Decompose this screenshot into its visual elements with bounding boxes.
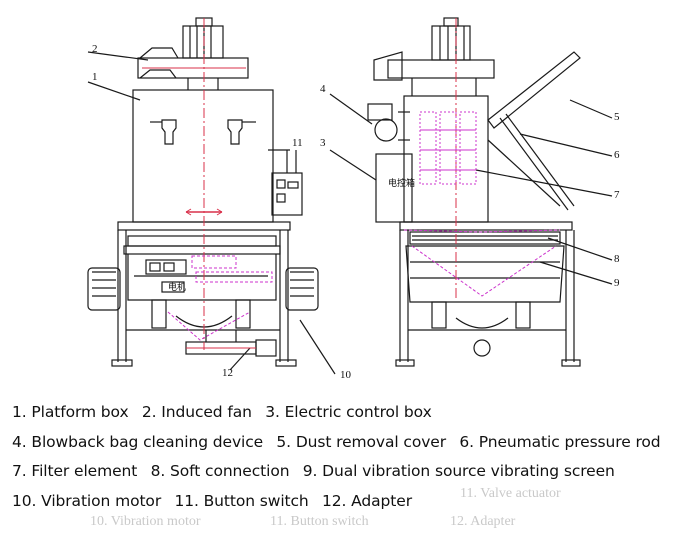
electric-control-box	[375, 153, 413, 223]
ghost-text: 11. Button switch	[270, 514, 369, 529]
left-view	[87, 17, 336, 375]
blowback-device	[374, 118, 398, 142]
legend-line-1: 1. Platform box 2. Induced fan 3. Electr…	[12, 398, 692, 428]
legend-item: 9. Dual vibration source vibrating scree…	[302, 462, 615, 481]
vibration-motor-right	[285, 267, 319, 311]
callout-6: 6	[614, 149, 620, 161]
control-box-label: 电控箱	[388, 177, 415, 188]
ghost-text: 10. Vibration motor	[90, 514, 201, 529]
callout-10: 10	[340, 369, 352, 381]
legend-item: 2. Induced fan	[141, 403, 252, 421]
open-lid	[487, 51, 581, 129]
legend-item: 7. Filter element	[12, 462, 138, 481]
callout-12: 12	[222, 367, 233, 379]
legend-line-4: 10. Vibration motor 11. Button switch 12…	[12, 487, 692, 517]
nozzle-left	[161, 119, 177, 145]
nozzle-right	[227, 119, 243, 145]
legend-item: 8. Soft connection	[150, 462, 290, 481]
callout-4: 4	[320, 83, 326, 95]
callout-3: 3	[320, 137, 326, 149]
ghost-text: 11. Valve actuator	[460, 486, 561, 501]
callout-2: 2	[92, 43, 98, 55]
vibrating-screen	[405, 245, 565, 303]
callout-1: 1	[92, 71, 98, 83]
callout-9: 9	[614, 277, 620, 289]
faint-ghost-text: 11. Valve actuator 10. Vibration motor 1…	[90, 486, 650, 556]
equipment-drawing: 2 1 11 10 12 4 3 5 6 7 8 9 电控箱 电机	[87, 17, 620, 381]
legend-item: 5. Dust removal cover	[276, 432, 447, 451]
legend-item: 12. Adapter	[322, 491, 412, 510]
vibration-motor-left	[87, 267, 121, 311]
legend-item: 11. Button switch	[174, 491, 309, 510]
legend-item: 4. Blowback bag cleaning device	[12, 432, 264, 451]
right-view	[329, 17, 613, 367]
dust-removal-cover	[403, 95, 489, 223]
platform-box	[132, 89, 274, 223]
motor-plate-label: 电机	[168, 281, 186, 292]
ghost-text: 12. Adapter	[450, 514, 516, 529]
legend-item: 10. Vibration motor	[12, 491, 162, 510]
induced-fan	[137, 57, 249, 79]
callout-11: 11	[292, 137, 303, 149]
callout-8: 8	[614, 253, 620, 265]
legend-item: 6. Pneumatic pressure rod	[459, 432, 661, 451]
filter-elements	[419, 111, 477, 185]
legend-item: 1. Platform box	[12, 403, 129, 421]
fan-motor	[182, 25, 224, 59]
soft-connection	[409, 231, 561, 245]
legend-line-2: 4. Blowback bag cleaning device 5. Dust …	[12, 428, 692, 458]
callout-5: 5	[614, 111, 620, 123]
callout-7: 7	[614, 189, 620, 201]
legend-item: 3. Electric control box	[265, 403, 432, 421]
pneumatic-rod	[499, 117, 569, 211]
parts-legend: 1. Platform box 2. Induced fan 3. Electr…	[12, 398, 692, 516]
legend-line-3: 7. Filter element 8. Soft connection 9. …	[12, 457, 692, 487]
